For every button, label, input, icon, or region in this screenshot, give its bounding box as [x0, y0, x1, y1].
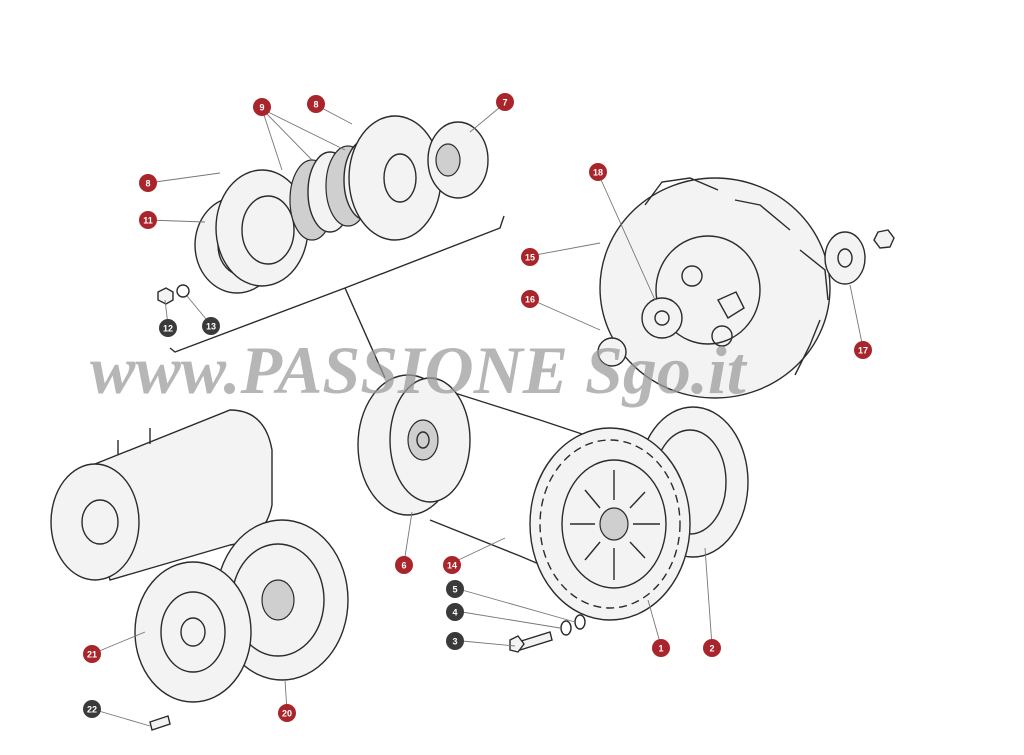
disc-part-8-upper: [348, 115, 442, 241]
plate-part-16: [641, 297, 683, 339]
drive-assembly: [357, 374, 749, 653]
svg-text:9: 9: [259, 103, 264, 113]
callout-3: 3: [446, 632, 464, 650]
svg-text:20: 20: [282, 709, 292, 719]
svg-text:4: 4: [452, 608, 457, 618]
callout-13: 13: [202, 317, 220, 335]
pulley-disc-stack: [157, 115, 505, 379]
svg-text:22: 22: [87, 705, 97, 715]
svg-text:16: 16: [525, 295, 535, 305]
callout-20: 20: [278, 704, 296, 722]
callout-15: 15: [521, 248, 539, 266]
watermark-text: www.PASSIONE Sgo.it: [90, 332, 748, 408]
svg-text:2: 2: [709, 644, 714, 654]
svg-text:18: 18: [593, 168, 603, 178]
svg-text:8: 8: [313, 100, 318, 110]
svg-text:13: 13: [206, 322, 216, 332]
fan-flywheel: [597, 177, 895, 399]
nut-part-12: [157, 287, 174, 305]
svg-text:5: 5: [452, 585, 457, 595]
bolt-part-3: [517, 631, 553, 651]
fan-part-15: [599, 177, 831, 399]
cover-part-21: [134, 561, 252, 703]
nut-part-17b: [873, 229, 895, 249]
callout-5: 5: [446, 580, 464, 598]
svg-text:8: 8: [145, 179, 150, 189]
callout-9: 9: [253, 98, 271, 116]
callout-4: 4: [446, 603, 464, 621]
generator-clutch: [50, 409, 349, 731]
washer-part-4: [560, 620, 572, 636]
svg-text:6: 6: [401, 561, 406, 571]
callout-21: 21: [83, 645, 101, 663]
washer-part-5: [574, 614, 586, 630]
callout-8-lower: 8: [139, 174, 157, 192]
callout-12: 12: [159, 319, 177, 337]
callout-17: 17: [854, 341, 872, 359]
svg-text:14: 14: [447, 561, 457, 571]
washer-part-17: [824, 231, 866, 285]
callout-16: 16: [521, 290, 539, 308]
callout-1: 1: [652, 639, 670, 657]
svg-text:15: 15: [525, 253, 535, 263]
callout-11: 11: [139, 211, 157, 229]
svg-text:11: 11: [143, 216, 153, 226]
callout-14: 14: [443, 556, 461, 574]
callout-22: 22: [83, 700, 101, 718]
callout-2: 2: [703, 639, 721, 657]
callout-6: 6: [395, 556, 413, 574]
svg-text:1: 1: [658, 644, 663, 654]
svg-text:7: 7: [502, 98, 507, 108]
svg-text:12: 12: [163, 324, 173, 334]
svg-text:17: 17: [858, 346, 868, 356]
svg-text:3: 3: [452, 637, 457, 647]
callout-7: 7: [496, 93, 514, 111]
washer-part-13: [176, 284, 190, 298]
callout-18: 18: [589, 163, 607, 181]
leader-lines: [91, 102, 864, 727]
svg-text:21: 21: [87, 650, 97, 660]
bolt-part-22: [149, 715, 171, 731]
callout-8-upper: 8: [307, 95, 325, 113]
